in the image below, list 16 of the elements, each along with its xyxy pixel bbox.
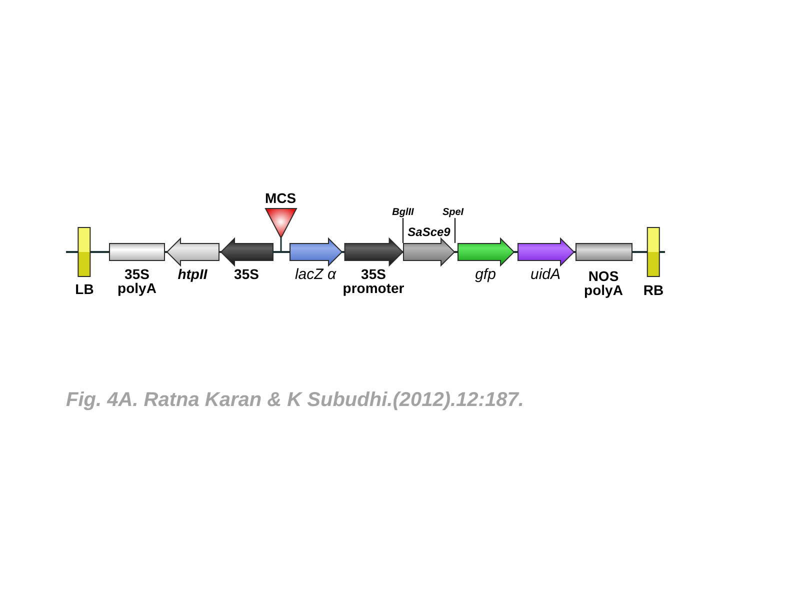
site-label: BglII bbox=[392, 207, 414, 218]
site-label: SpeI bbox=[442, 207, 464, 218]
marker-label: MCS bbox=[264, 191, 296, 205]
figure-caption: Fig. 4A. Ratna Karan & K Subudhi.(2012).12:187. bbox=[66, 389, 524, 412]
element-label: LB bbox=[75, 282, 94, 296]
element-label: gfp bbox=[475, 267, 496, 283]
element-label: 35S bbox=[234, 267, 259, 281]
element-label: lacZ α bbox=[294, 267, 336, 283]
element-label: NOS polyA bbox=[584, 269, 623, 297]
element-label: htpII bbox=[178, 267, 208, 281]
element-label: 35S promoter bbox=[342, 267, 404, 295]
element-label: RB bbox=[643, 283, 664, 297]
leader-line bbox=[454, 218, 456, 244]
element-label: uidA bbox=[530, 267, 561, 283]
element-label: 35S polyA bbox=[118, 267, 156, 295]
element-label: SaSce9 bbox=[408, 226, 450, 239]
